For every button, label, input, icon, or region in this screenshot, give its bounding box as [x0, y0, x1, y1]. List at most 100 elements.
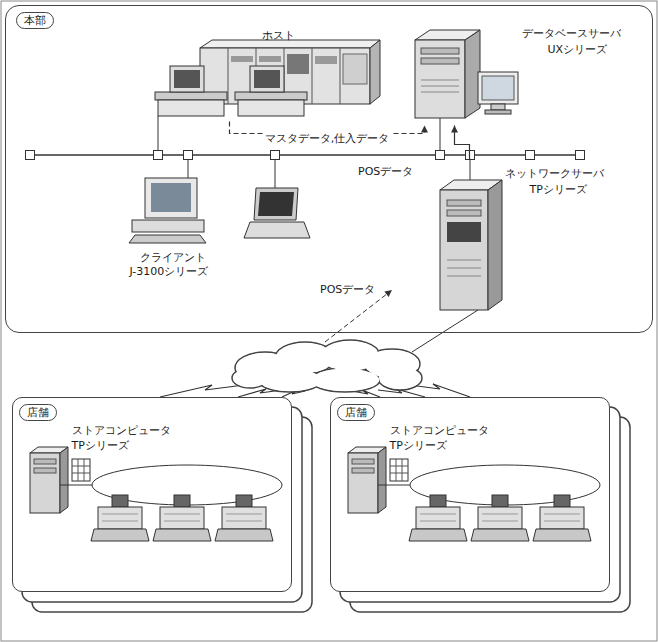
- store-illustration-part-part: [544, 514, 580, 521]
- network-cloud-part-part: [233, 369, 267, 387]
- device-label: ホスト: [262, 29, 295, 42]
- lan-bus: [25, 151, 585, 160]
- text-holder: 店舗: [19, 401, 57, 421]
- text-holder: TPシリーズ: [530, 178, 587, 197]
- device-label: UXシリーズ: [548, 43, 608, 56]
- laptop-illustration-part: [258, 192, 294, 216]
- lan-bus-part: [271, 151, 280, 160]
- host-computer-illustration-part: [259, 56, 281, 62]
- host-computer-illustration-part: [254, 70, 280, 88]
- client-pc-illustration-part: [129, 235, 206, 243]
- database-server-illustration-part: [415, 40, 465, 118]
- host-computer-illustration-part: [238, 100, 304, 116]
- connector: [451, 126, 470, 160]
- store-illustration-part: [533, 495, 591, 541]
- store-illustration: [12, 397, 312, 612]
- flow-label: POSデータ: [318, 283, 377, 296]
- device-label: TPシリーズ: [390, 439, 447, 452]
- host-computer-illustration-part: [158, 100, 224, 116]
- host-computer-illustration-part: [370, 40, 380, 104]
- network-server-illustration-part: [447, 222, 481, 242]
- host-computer-illustration-part: [343, 54, 367, 84]
- store-illustration-part: [153, 495, 211, 541]
- tab-label: 店舗: [337, 404, 375, 421]
- client-pc-illustration: [129, 159, 206, 243]
- store-illustration-part-part: [478, 507, 522, 529]
- store-illustration-part: [352, 459, 374, 464]
- device-label: ストアコンピュータ: [390, 424, 489, 437]
- store-illustration: [330, 397, 630, 612]
- database-server-illustration-part: [421, 58, 459, 64]
- store-illustration-part: [34, 459, 56, 464]
- text-holder: POSデータ: [318, 278, 377, 297]
- arrow-head: [421, 126, 428, 133]
- database-server-illustration: [415, 30, 518, 151]
- client-pc-illustration-part: [188, 159, 189, 178]
- text-holder: データベースサーバ: [522, 22, 621, 41]
- device-label: TPシリーズ: [530, 183, 587, 196]
- device-label: J-3100シリーズ: [130, 265, 209, 278]
- store-illustration-part: [378, 447, 386, 513]
- flow-label: マスタデータ,仕入データ: [263, 132, 392, 145]
- database-server-illustration-part: [440, 118, 441, 151]
- text-holder: マスタデータ,仕入データ: [263, 127, 392, 146]
- store-illustration-part-part: [236, 495, 252, 507]
- flow-label: POSデータ: [356, 165, 415, 178]
- lan-bus-part: [576, 151, 585, 160]
- store-illustration-part: [72, 459, 90, 481]
- store-card: 店舗ストアコンピュータ TPシリーズ: [12, 397, 292, 592]
- store-illustration-part-part: [164, 514, 200, 521]
- store-illustration-part-part: [492, 495, 508, 507]
- store-illustration-part-part: [215, 529, 273, 541]
- store-illustration-part: [330, 397, 610, 592]
- laptop-illustration-part: [275, 159, 276, 188]
- text-holder: 店舗: [337, 401, 375, 421]
- store-illustration-part: [409, 495, 467, 541]
- store-illustration-part: [72, 459, 90, 481]
- device-label: ネットワークサーバ: [505, 167, 604, 180]
- store-illustration-part-part: [409, 529, 467, 541]
- host-computer-illustration-part: [250, 66, 284, 92]
- laptop-illustration: [244, 159, 310, 238]
- text-holder: ホスト: [262, 24, 295, 43]
- pos-data-flow-arrow-part: [384, 290, 392, 297]
- laptop-illustration-part: [244, 222, 310, 238]
- network-server-illustration-part: [412, 310, 478, 352]
- store-illustration-part-part: [91, 529, 149, 541]
- text-holder: ストアコンピュータ: [390, 419, 489, 438]
- host-computer-illustration-part: [174, 70, 200, 88]
- lan-bus-part: [436, 151, 445, 160]
- store-illustration-part-part: [533, 529, 591, 541]
- store-computer-node: ストアコンピュータ TPシリーズ: [28, 417, 178, 517]
- text-holder: ストアコンピュータ: [72, 419, 171, 438]
- store-illustration-part: [390, 459, 408, 481]
- store-illustration-part: [30, 453, 60, 513]
- device-label: クライアント: [140, 251, 206, 264]
- store-illustration-part: [348, 453, 378, 513]
- device-label: ストアコンピュータ: [72, 424, 171, 437]
- network-cloud-part: [232, 340, 422, 392]
- host-node: ホスト: [150, 22, 372, 122]
- pos-data-flow-arrow-part: [325, 294, 387, 342]
- store-illustration-part: [215, 495, 273, 541]
- laptop-illustration-part: [254, 188, 298, 220]
- network-server-illustration-part: [488, 180, 502, 310]
- store-illustration-part: [91, 495, 149, 541]
- network-server-illustration: [412, 160, 502, 352]
- database-server-illustration-part: [478, 72, 518, 104]
- text-holder: POSデータ: [356, 160, 415, 179]
- device-label: TPシリーズ: [72, 439, 129, 452]
- store-computer-node: ストアコンピュータ TPシリーズ: [346, 417, 496, 517]
- lan-bus-part: [25, 154, 585, 156]
- network-server-illustration-part: [447, 200, 481, 206]
- database-server-illustration-part: [482, 76, 514, 100]
- store-illustration-part-part: [160, 507, 204, 529]
- store-illustration-part: [12, 397, 292, 592]
- text-holder: クライアント: [140, 246, 206, 265]
- text-holder: ネットワークサーバ: [505, 162, 604, 181]
